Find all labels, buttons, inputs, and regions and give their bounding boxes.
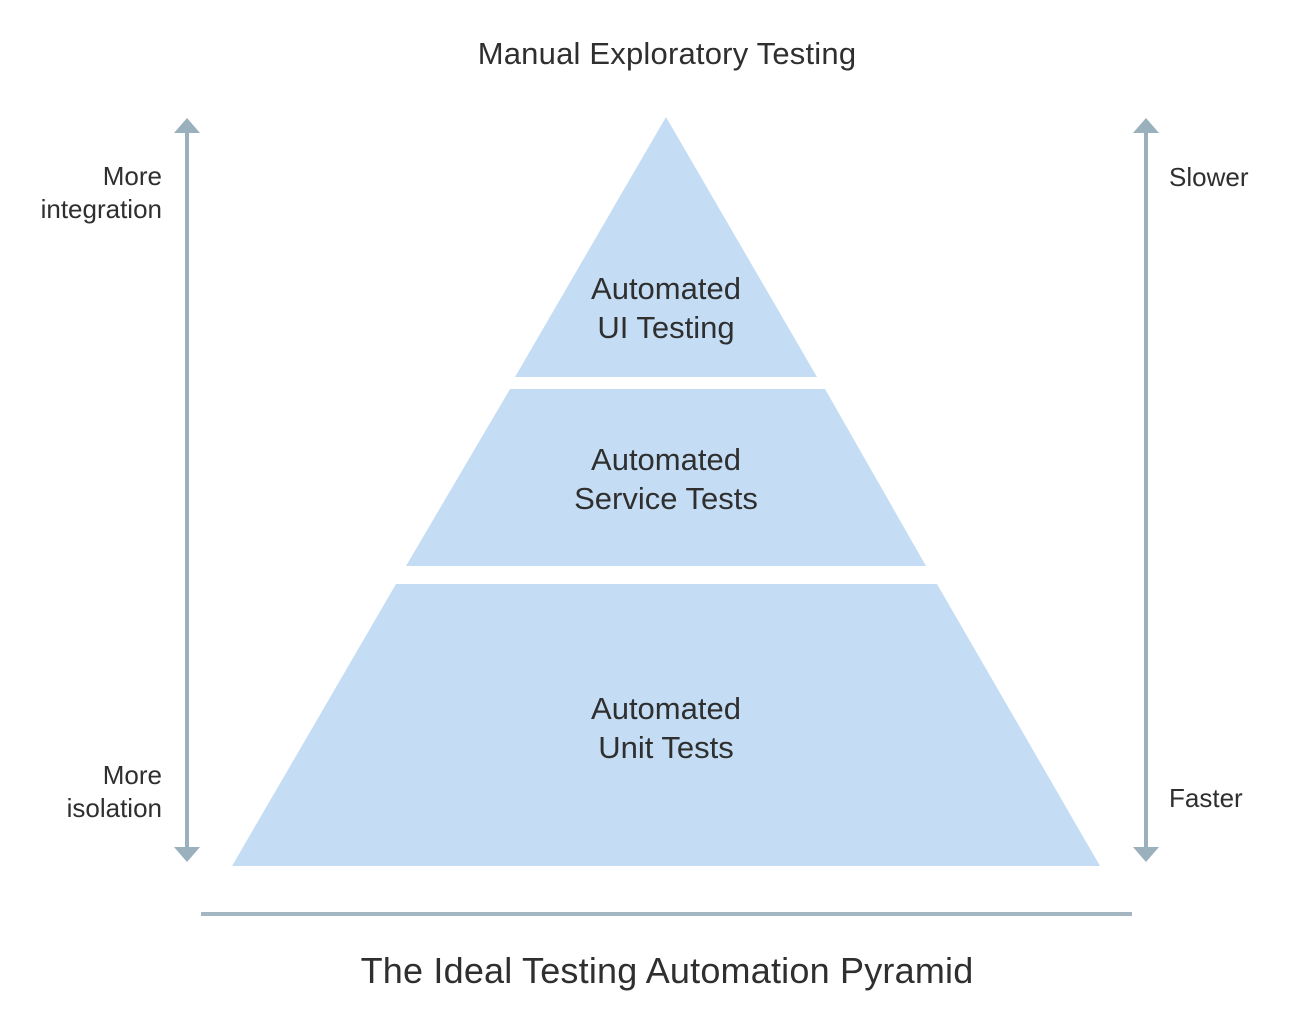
baseline — [201, 912, 1132, 916]
tier-middle-shape — [406, 389, 926, 566]
left-top-line-1: More — [102, 161, 162, 191]
diagram-title: The Ideal Testing Automation Pyramid — [360, 950, 974, 991]
left-bottom-line-2: isolation — [66, 793, 162, 823]
left-top-line-2: integration — [40, 194, 162, 224]
tier-top-line-1: Automated — [591, 271, 741, 306]
tier-top-shape — [515, 117, 817, 377]
tier-middle-line-2: Service Tests — [574, 481, 758, 516]
tier-middle-line-1: Automated — [591, 442, 741, 477]
tier-bottom-shape — [232, 584, 1100, 866]
tier-bottom-line-1: Automated — [591, 691, 741, 726]
left-bottom-line-1: More — [102, 760, 162, 790]
tier-bottom-label: Automated Unit Tests — [466, 689, 866, 767]
right-double-arrow — [1133, 118, 1159, 862]
right-bottom-label: Faster — [1169, 783, 1243, 813]
tier-top-line-2: UI Testing — [597, 310, 735, 345]
left-top-label: More integration — [41, 160, 162, 226]
right-top-label: Slower — [1169, 162, 1249, 192]
tier-bottom-line-2: Unit Tests — [598, 730, 734, 765]
left-bottom-label: More isolation — [67, 759, 162, 825]
tier-middle-label: Automated Service Tests — [466, 440, 866, 518]
left-double-arrow — [174, 118, 200, 862]
top-label: Manual Exploratory Testing — [477, 36, 857, 71]
tier-top-label: Automated UI Testing — [466, 269, 866, 347]
